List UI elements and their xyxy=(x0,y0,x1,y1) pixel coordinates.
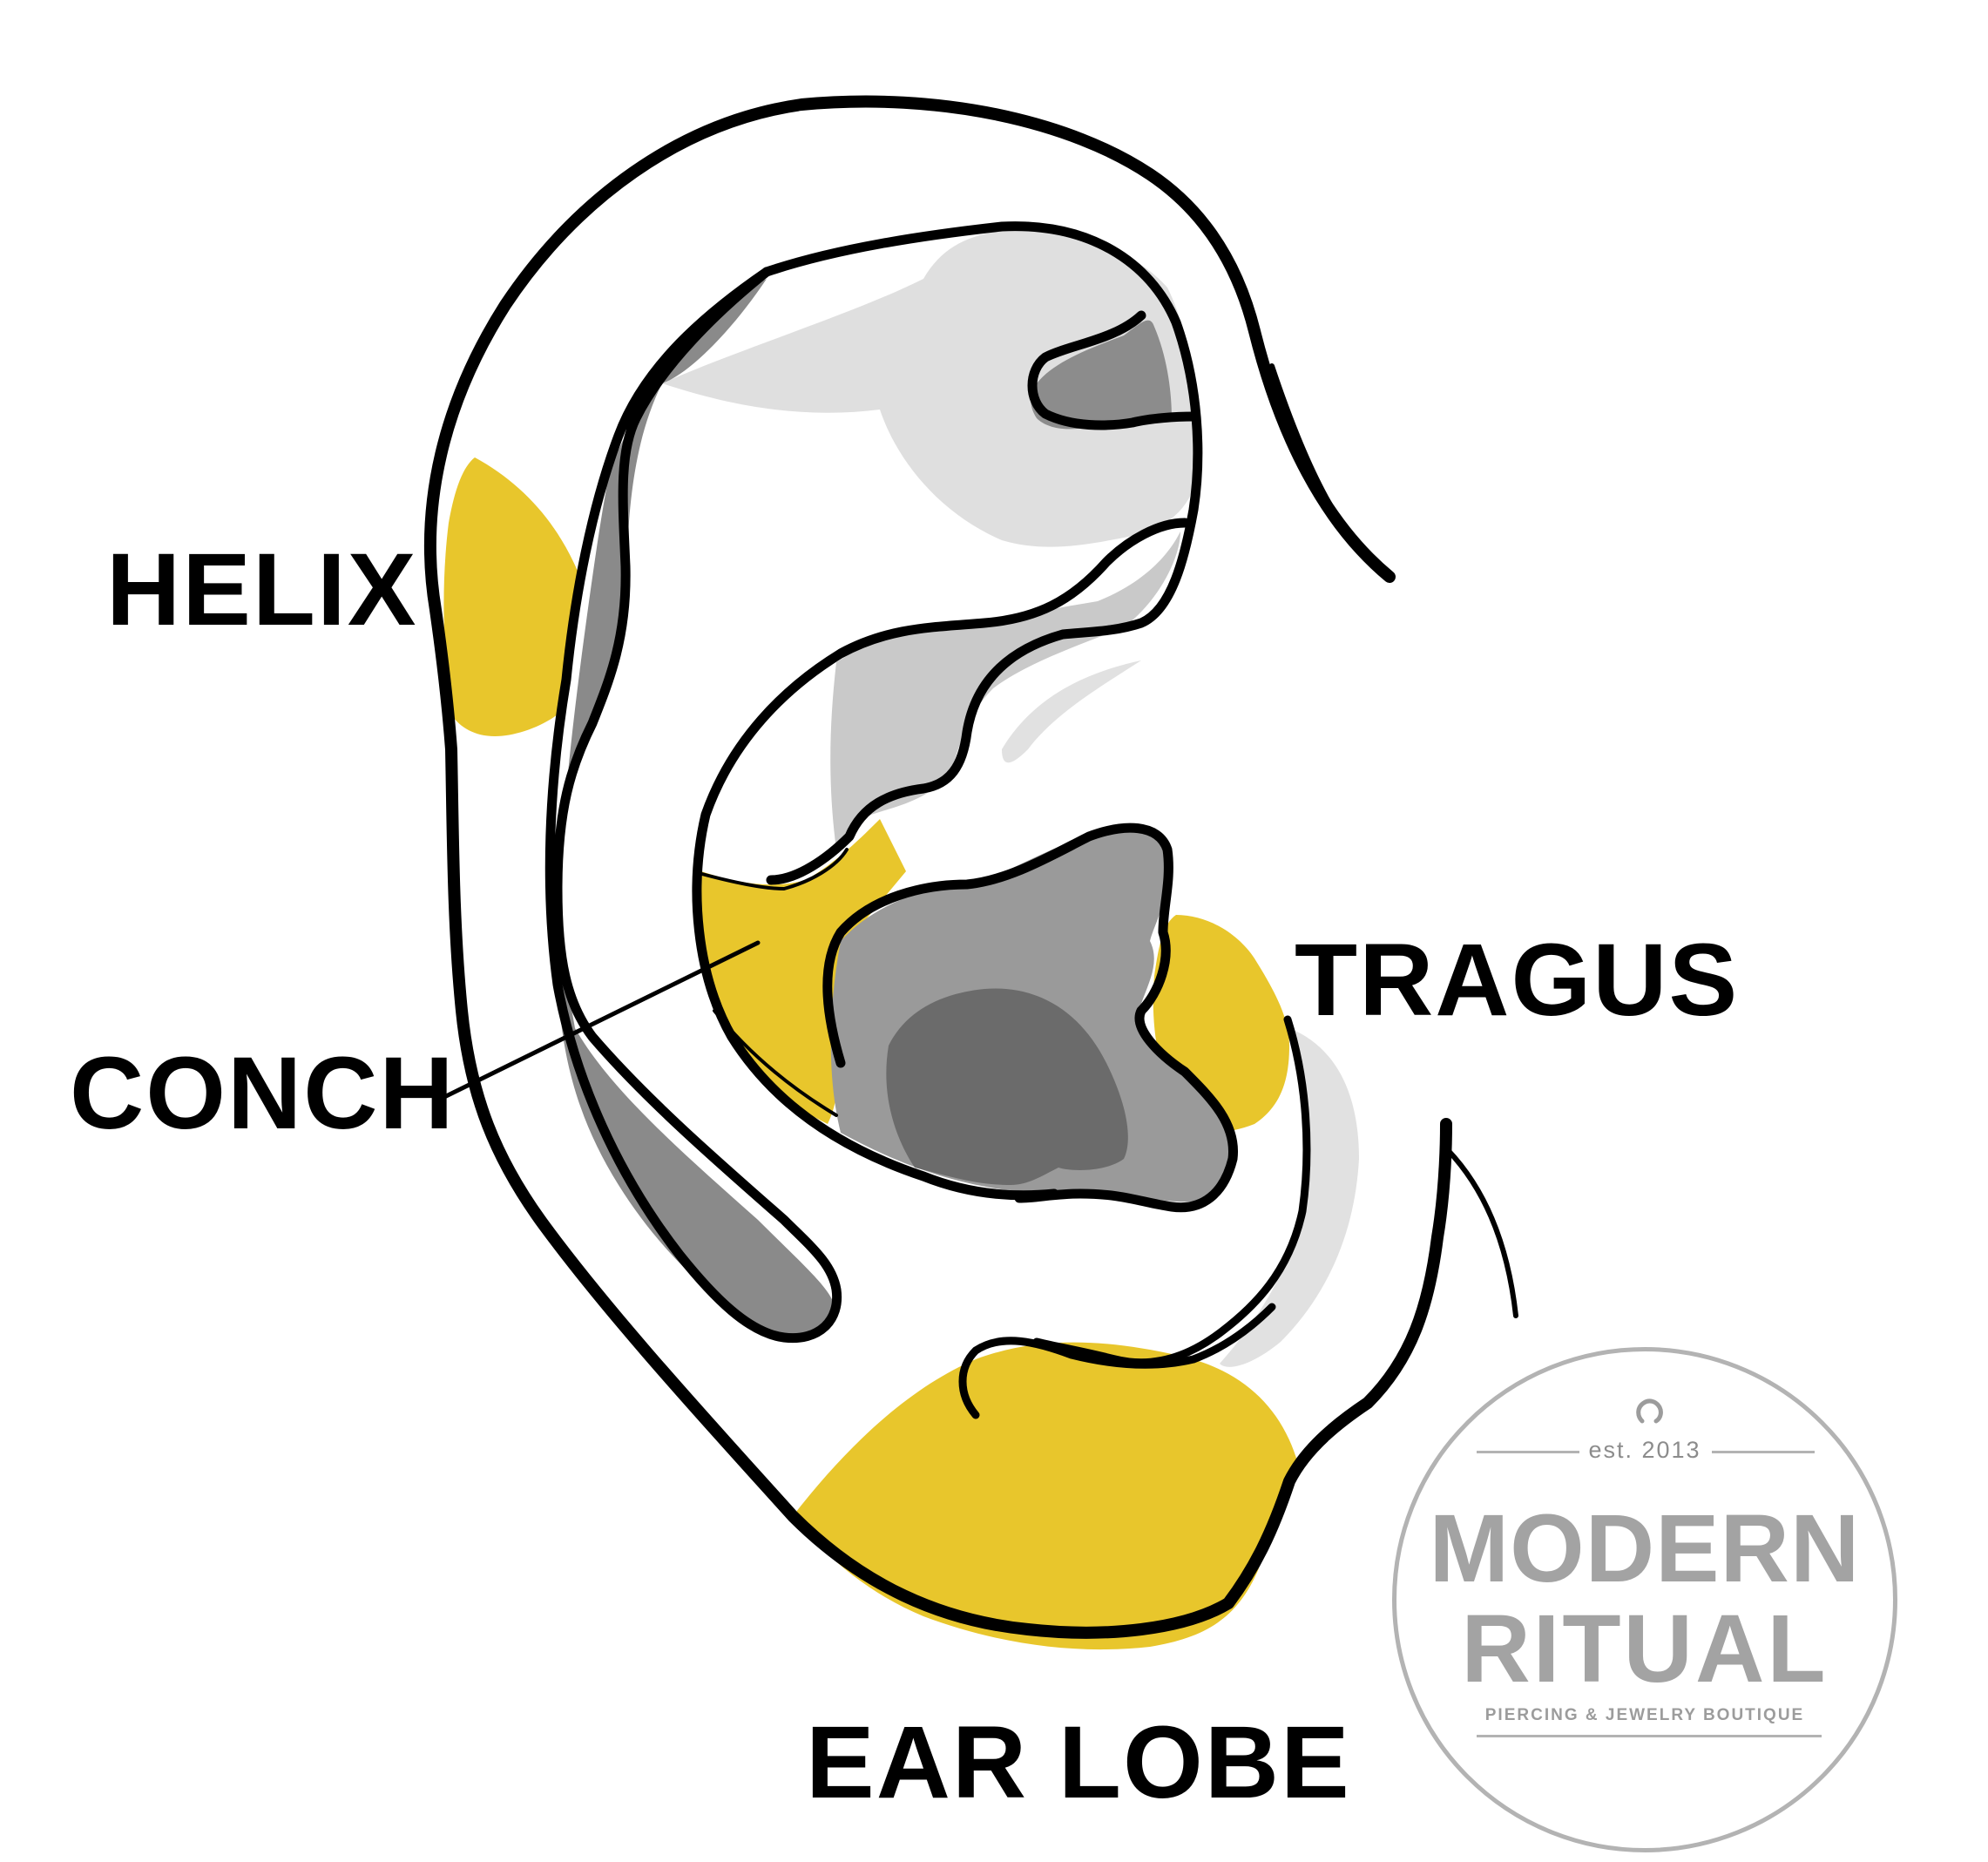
upper-pocket-shade xyxy=(1031,320,1172,430)
ear-canal-shade xyxy=(886,988,1128,1185)
logo-rule-bottom xyxy=(1477,1735,1822,1737)
conch-label: CONCH xyxy=(70,1036,456,1151)
conch-bowl-outline xyxy=(822,823,1239,1213)
lobe-inner-outline xyxy=(958,1303,1276,1419)
logo-rule-right xyxy=(1712,1451,1815,1453)
jaw-curve xyxy=(1445,1148,1518,1318)
antitragus-shade xyxy=(1002,660,1141,763)
outer-helix-outline xyxy=(423,95,1452,1639)
helix-zone xyxy=(443,457,579,736)
modern-ritual-logo: est. 2013 MODERN RITUAL PIERCING & JEWEL… xyxy=(1392,1347,1897,1852)
upper-pocket-outline xyxy=(1027,310,1199,430)
ear-lobe-zone xyxy=(793,1342,1298,1650)
logo-tagline: PIERCING & JEWELRY BOUTIQUE xyxy=(1484,1706,1805,1724)
logo-established: est. 2013 xyxy=(1588,1437,1701,1463)
conch-zone xyxy=(700,819,906,1124)
back-shade xyxy=(1220,1028,1359,1367)
helix-rim-shade xyxy=(558,279,835,1339)
antihelix-shade xyxy=(830,532,1180,850)
conch-pointer-line xyxy=(440,940,761,1100)
helix-fold-outline xyxy=(544,267,842,1344)
upper-back-curve xyxy=(1269,363,1392,579)
helix-label: HELIX xyxy=(106,532,418,647)
antihelix-outline xyxy=(692,518,1190,1201)
conch-divider xyxy=(697,848,849,890)
ring-icon xyxy=(1636,1398,1663,1424)
tragus-label: TRAGUS xyxy=(1295,923,1740,1038)
inner-upper-shade xyxy=(662,230,1195,547)
tragus-outline xyxy=(1032,1015,1311,1367)
logo-rule-left xyxy=(1477,1451,1579,1453)
cartilage-line xyxy=(713,1009,838,1117)
logo-name-line2: RITUAL xyxy=(1461,1595,1829,1703)
helix-inner-outline xyxy=(761,221,1203,885)
ear-lobe-label: EAR LOBE xyxy=(806,1705,1351,1820)
logo-name-line1: MODERN xyxy=(1429,1495,1861,1602)
